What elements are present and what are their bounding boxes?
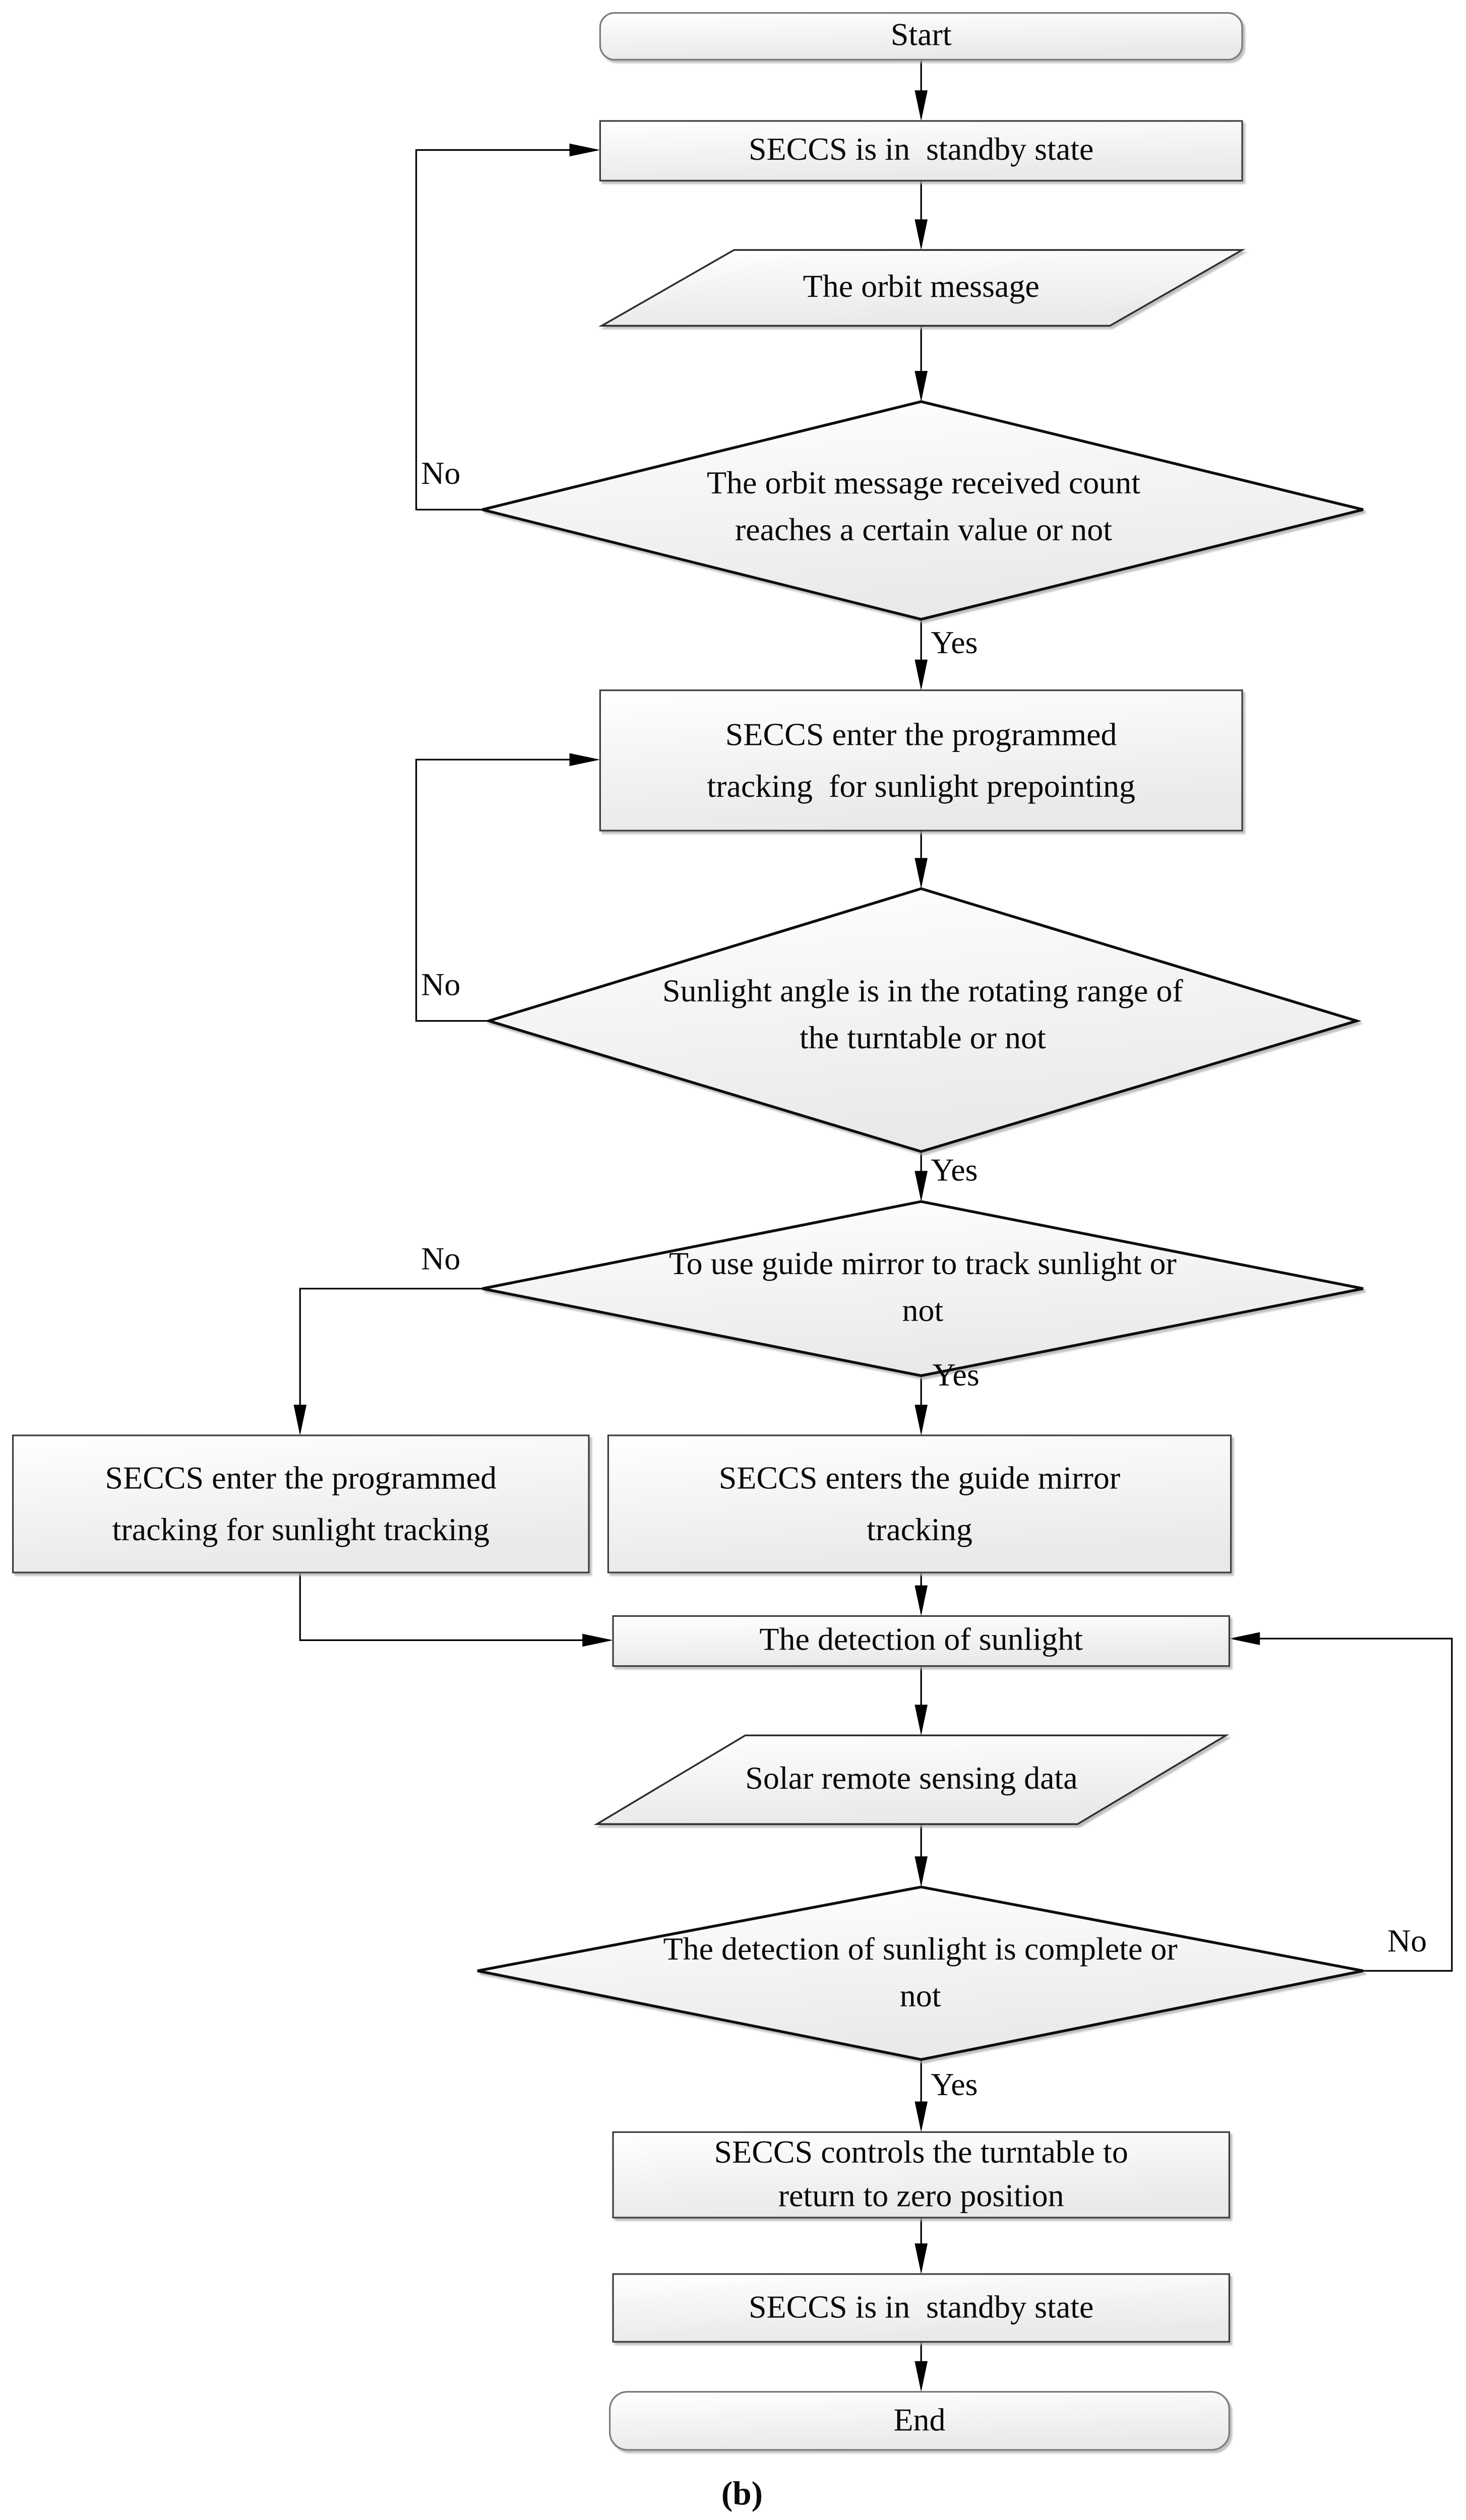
node-line: tracking for sunlight prepointing	[707, 768, 1135, 804]
decision-orbit-count-node: The orbit message received count reaches…	[482, 405, 1365, 609]
edge-d3-no-sunlight-tracking	[293, 1288, 482, 1435]
edge-d2-yes-d3	[914, 1151, 928, 1202]
edge-sunlight-tracking-detection	[299, 1572, 613, 1647]
decision-line: reaches a certain value or not	[735, 512, 1112, 548]
prepointing-shape	[599, 689, 1243, 832]
edge-d3-yes-mirror-tracking	[914, 1375, 928, 1435]
return-zero-shape	[612, 2131, 1231, 2219]
edge-solar-data-d4	[914, 1824, 928, 1887]
decision-line: The detection of sunlight is complete or	[663, 1931, 1178, 1967]
label-d3-no: No	[421, 1242, 461, 1278]
arrowhead-right	[569, 143, 600, 157]
standby-state-node-2: SECCS is in standby state	[613, 2274, 1229, 2342]
label-d2-yes: Yes	[931, 1153, 978, 1189]
detection-sunlight-node: The detection of sunlight	[613, 1616, 1229, 1666]
return-zero-node: SECCS controls the turntable to return t…	[613, 2132, 1229, 2218]
edge-mirror-tracking-detection	[914, 1572, 928, 1616]
arrowhead-down	[914, 2101, 928, 2132]
arrowhead-down	[914, 1171, 928, 1202]
standby-state-node-1: SECCS is in standby state	[600, 121, 1242, 180]
standby2-shape	[612, 2273, 1231, 2343]
edge-prepointing-d2	[914, 831, 928, 889]
label-d4-no: No	[1387, 1924, 1427, 1960]
decision-orbit-count-shape	[482, 400, 1364, 621]
start-label: Start	[890, 18, 952, 53]
sunlight-tracking-shape	[12, 1434, 590, 1573]
arrowhead-down	[914, 90, 928, 121]
end-node: End	[610, 2392, 1230, 2450]
edge-d2-no-prepointing	[415, 753, 600, 1022]
detection-shape	[612, 1615, 1231, 1667]
arrowhead-down	[914, 1856, 928, 1887]
arrowhead-down	[914, 659, 928, 690]
arrowhead-down	[914, 1705, 928, 1736]
arrowhead-down	[293, 1405, 307, 1435]
decision-sunlight-angle-node: Sunlight angle is in the rotating range …	[489, 889, 1357, 1142]
arrowhead-down	[914, 858, 928, 889]
solar-data-node: Solar remote sensing data	[597, 1735, 1226, 1824]
node-line: SECCS controls the turntable to	[714, 2134, 1128, 2170]
label-d3-yes: Yes	[932, 1358, 980, 1394]
arrowhead-down	[914, 2361, 928, 2392]
arrowhead-down	[914, 1585, 928, 1616]
decision-guide-mirror-shape	[482, 1200, 1364, 1377]
decision-line: To use guide mirror to track sunlight or	[668, 1246, 1177, 1282]
decision-detection-complete-shape	[477, 1885, 1364, 2061]
edge-d1-yes-prepointing	[914, 619, 928, 690]
sunlight-tracking-node: SECCS enter the programmed tracking for …	[13, 1435, 589, 1572]
standby1-shape	[599, 120, 1243, 182]
node-line: return to zero position	[778, 2178, 1064, 2214]
edge-d4-no-detection	[1229, 1632, 1453, 1972]
edge-d4-yes-return-zero	[914, 2059, 928, 2132]
decision-detection-complete-node: The detection of sunlight is complete or…	[477, 1887, 1363, 2059]
solar-data-shape	[593, 1734, 1230, 1825]
start-node: Start	[600, 13, 1242, 60]
edge-d1-no-standby	[415, 143, 600, 511]
edge-detection-solar-data	[914, 1666, 928, 1736]
prepointing-tracking-node: SECCS enter the programmed tracking for …	[600, 690, 1242, 831]
edge-standby-orbit-message	[914, 180, 928, 250]
end-shape	[609, 2391, 1231, 2451]
arrowhead-left	[1229, 1632, 1260, 1645]
node-line: tracking for sunlight tracking	[112, 1512, 490, 1548]
edge-start-standby	[914, 59, 928, 121]
decision-line: not	[902, 1293, 944, 1329]
label-d1-yes: Yes	[931, 625, 978, 661]
node-line: SECCS enters the guide mirror	[718, 1460, 1121, 1496]
decision-guide-mirror-node: To use guide mirror to track sunlight or…	[482, 1202, 1363, 1376]
orbit-message-shape	[598, 249, 1246, 327]
edge-standby2-end	[914, 2342, 928, 2392]
detection-label: The detection of sunlight	[759, 1622, 1083, 1658]
label-d2-no: No	[421, 968, 461, 1003]
node-line: SECCS enter the programmed	[105, 1460, 497, 1496]
arrowhead-right	[582, 1633, 613, 1647]
decision-line: The orbit message received count	[706, 465, 1141, 501]
edge-return-zero-standby2	[914, 2218, 928, 2274]
start-shape	[599, 12, 1243, 61]
orbit-message-label: The orbit message	[803, 269, 1040, 305]
arrowhead-right	[569, 753, 600, 766]
decision-line: the turntable or not	[800, 1020, 1046, 1056]
label-d1-no: No	[421, 456, 461, 492]
mirror-tracking-shape	[607, 1434, 1232, 1573]
standby2-label: SECCS is in standby state	[748, 2289, 1094, 2325]
guide-mirror-tracking-node: SECCS enters the guide mirror tracking	[608, 1435, 1231, 1572]
standby1-label: SECCS is in standby state	[748, 132, 1094, 168]
orbit-message-node: The orbit message	[600, 250, 1242, 326]
decision-line: not	[899, 1978, 941, 2014]
edge-orbit-message-d1	[914, 326, 928, 402]
arrowhead-down	[914, 1405, 928, 1435]
arrowhead-down	[914, 371, 928, 402]
solar-data-label: Solar remote sensing data	[745, 1761, 1078, 1797]
figure-caption: (b)	[721, 2474, 763, 2513]
label-d4-yes: Yes	[931, 2067, 978, 2103]
node-line: tracking	[867, 1512, 972, 1548]
arrowhead-down	[914, 2243, 928, 2274]
node-line: SECCS enter the programmed	[725, 717, 1117, 752]
end-label: End	[893, 2402, 946, 2438]
arrowhead-down	[914, 219, 928, 250]
decision-line: Sunlight angle is in the rotating range …	[662, 973, 1183, 1009]
decision-sunlight-angle-shape	[484, 887, 1362, 1153]
